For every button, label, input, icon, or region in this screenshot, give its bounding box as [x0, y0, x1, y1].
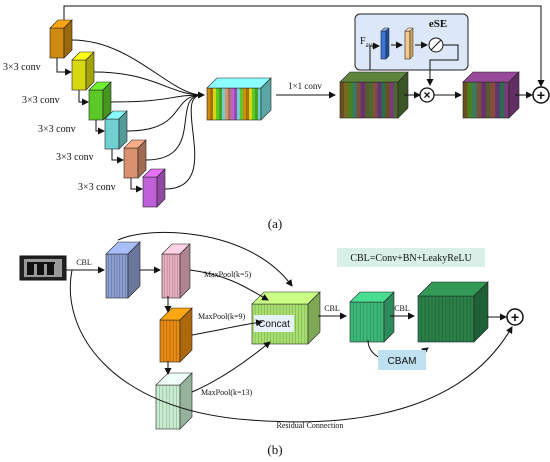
arrow-to-ese — [369, 42, 380, 70]
maxpool-5-label: MaxPool(k=5) — [204, 270, 252, 279]
favg-label: Favg — [360, 36, 376, 49]
panel-a: 1×1 conv eSE Favg × + (a) — [49, 5, 550, 231]
maxpool-9-block — [159, 307, 193, 363]
concat-label-box — [254, 315, 294, 332]
ese-fc-bar — [404, 30, 411, 60]
cbam-box — [378, 350, 426, 370]
conv-stage-2 — [71, 51, 95, 91]
skip-connection-line — [63, 5, 545, 87]
maxpool-13-label: MaxPool(k=13) — [201, 388, 253, 397]
maxpool-13-block — [155, 372, 193, 430]
concat-label: Concat — [258, 319, 290, 330]
svg-text:+: + — [537, 87, 545, 103]
conv-label-4: 3×3 conv — [56, 152, 94, 163]
ese-pool-bar — [380, 30, 387, 60]
maxpool-9-label: MaxPool(k=9) — [198, 312, 246, 321]
arrow-cbl-to-concat — [117, 231, 293, 287]
cbl-block-2 — [349, 291, 395, 343]
legend-text: CBL=Conv+BN+LeakyReLU — [350, 253, 472, 264]
ese-title: eSE — [429, 18, 447, 30]
panel-b: CBL Concat MaxPool(k=5) MaxPool(k=9) Max… — [19, 231, 524, 457]
concatenated-features — [206, 77, 272, 121]
conv-stage-3 — [88, 81, 112, 121]
conv-stage-5 — [123, 139, 147, 179]
cbl-block-3 — [417, 281, 489, 343]
conv-label-1: 3×3 conv — [3, 62, 41, 73]
svg-text:+: + — [511, 309, 519, 325]
maxpool-5-block — [161, 243, 191, 299]
caption-a: (a) — [268, 216, 282, 231]
cbam-label: CBAM — [388, 356, 417, 367]
add-icon-b — [506, 308, 524, 326]
conv-label-3: 3×3 conv — [38, 124, 76, 135]
conv-label-2: 3×3 conv — [22, 95, 60, 106]
conv-stage-1 — [49, 19, 73, 59]
caption-b: (b) — [267, 442, 282, 457]
residual-connection-line — [69, 269, 513, 423]
residual-label: Residual Connection — [277, 421, 344, 430]
cbl-label-2: CBL — [324, 304, 340, 313]
conv-label-5: 3×3 conv — [78, 182, 116, 193]
feature-after-1x1 — [339, 71, 409, 119]
conv1x1-label: 1×1 conv — [288, 81, 322, 91]
cbl-label-3: CBL — [394, 304, 410, 313]
legend-box — [337, 248, 485, 267]
arrow-ese-to-multiply — [426, 44, 459, 86]
conv-stage-6 — [142, 168, 166, 208]
add-icon-a — [532, 86, 550, 104]
feature-output-a — [462, 71, 520, 119]
cbl-label-1: CBL — [76, 258, 92, 267]
svg-text:×: × — [423, 88, 430, 102]
cbl-block-1 — [105, 241, 141, 299]
conv-stage-4 — [104, 110, 128, 150]
